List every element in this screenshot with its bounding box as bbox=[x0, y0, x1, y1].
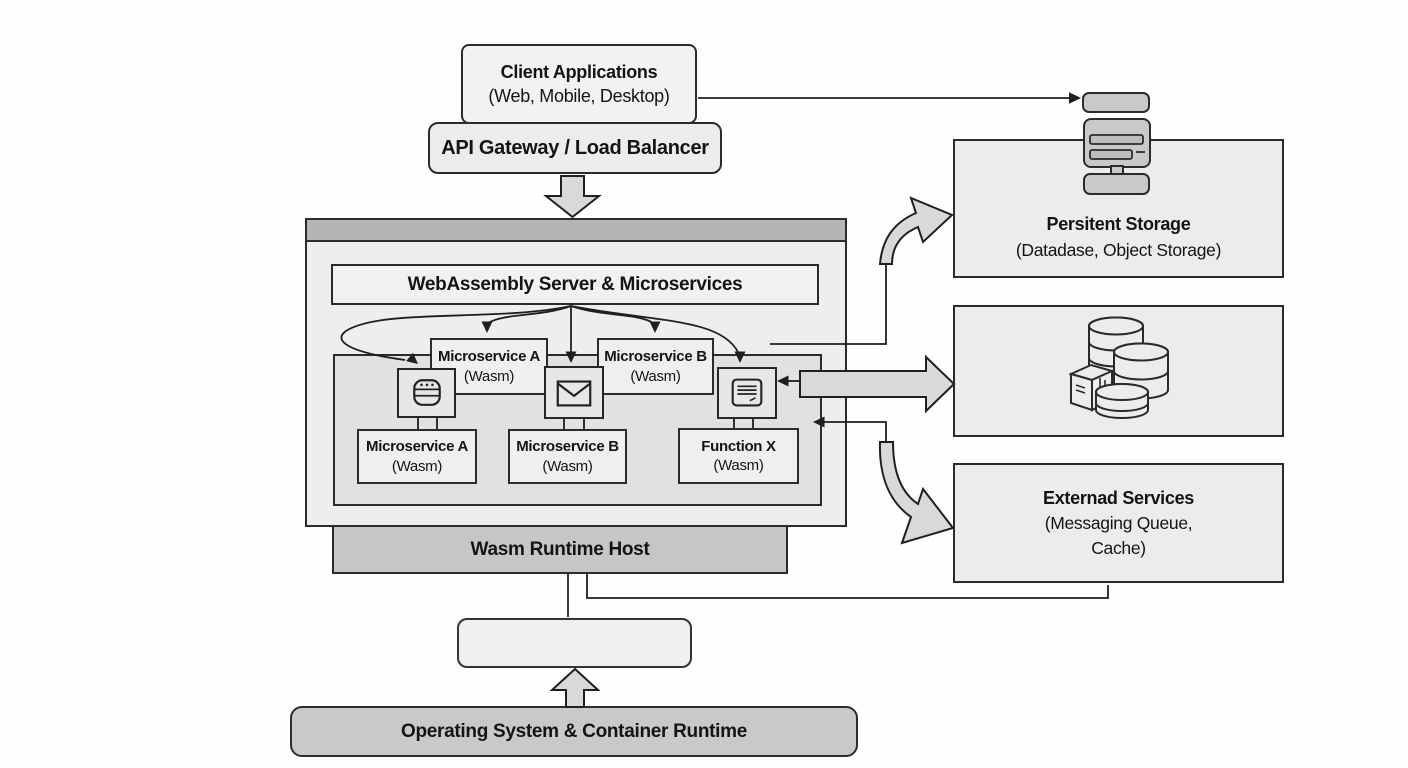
api-gateway-label: API Gateway / Load Balancer bbox=[441, 136, 709, 159]
server-stack-icon bbox=[412, 379, 441, 406]
client-applications-title: Client Applications bbox=[500, 61, 658, 82]
upper-microservice-a-runtime: (Wasm) bbox=[463, 367, 515, 385]
upper-microservice-b-runtime: (Wasm) bbox=[630, 367, 681, 385]
wasm-server-title: WebAssembly Server & Microservices bbox=[407, 273, 743, 295]
wasm-server-title-box: WebAssembly Server & Microservices bbox=[331, 264, 819, 305]
upper-microservice-b-name: Microservice B bbox=[604, 348, 707, 365]
os-to-host-arrow bbox=[549, 667, 601, 708]
upper-microservice-b-box: Microservice B (Wasm) bbox=[597, 338, 714, 395]
client-applications-subtitle: (Web, Mobile, Desktop) bbox=[488, 86, 670, 106]
function-x-box: Function X (Wasm) bbox=[678, 428, 799, 484]
wasm-server-container-header bbox=[305, 218, 847, 242]
external-services-subtitle-1: (Messaging Queue, bbox=[1044, 513, 1193, 534]
client-applications-box: Client Applications (Web, Mobile, Deskto… bbox=[461, 44, 697, 124]
lower-microservice-b-box: Microservice B (Wasm) bbox=[508, 429, 627, 484]
operating-system-bar: Operating System & Container Runtime bbox=[290, 706, 858, 757]
lower-microservice-b-name: Microservice B bbox=[516, 438, 619, 455]
function-x-runtime: (Wasm) bbox=[713, 457, 764, 474]
persistent-storage-box: Persitent Storage (Datadase, Object Stor… bbox=[953, 139, 1284, 278]
external-services-box: Externad Services (Messaging Queue, Cach… bbox=[953, 463, 1284, 583]
wasm-runtime-host-bar: Wasm Runtime Host bbox=[332, 525, 788, 574]
document-icon bbox=[731, 378, 763, 407]
function-x-name: Function X bbox=[701, 437, 776, 455]
operating-system-label: Operating System & Container Runtime bbox=[400, 720, 748, 742]
api-gateway-box: API Gateway / Load Balancer bbox=[428, 122, 722, 174]
module-box-messaging bbox=[544, 366, 604, 419]
persistent-storage-subtitle: (Datadase, Object Storage) bbox=[1015, 239, 1222, 260]
persistent-storage-title: Persitent Storage bbox=[1046, 214, 1191, 235]
external-services-title: Externad Services bbox=[1043, 487, 1194, 508]
envelope-icon bbox=[556, 379, 592, 407]
client-to-storage-arrow bbox=[698, 92, 1081, 104]
lower-microservice-a-runtime: (Wasm) bbox=[391, 457, 443, 475]
lower-microservice-b-runtime: (Wasm) bbox=[542, 457, 593, 475]
upper-microservice-a-name: Microservice A bbox=[438, 348, 540, 365]
database-cluster-box bbox=[953, 305, 1284, 437]
module-box-server-stack bbox=[397, 368, 456, 418]
host-interface-box bbox=[457, 618, 692, 668]
lower-microservice-a-name: Microservice A bbox=[366, 438, 468, 455]
gateway-to-server-arrow bbox=[543, 175, 602, 219]
external-services-subtitle-2: Cache) bbox=[1091, 537, 1146, 558]
lower-microservice-a-box: Microservice A (Wasm) bbox=[357, 429, 477, 484]
module-box-document bbox=[717, 367, 777, 419]
wasm-runtime-host-label: Wasm Runtime Host bbox=[470, 538, 650, 560]
